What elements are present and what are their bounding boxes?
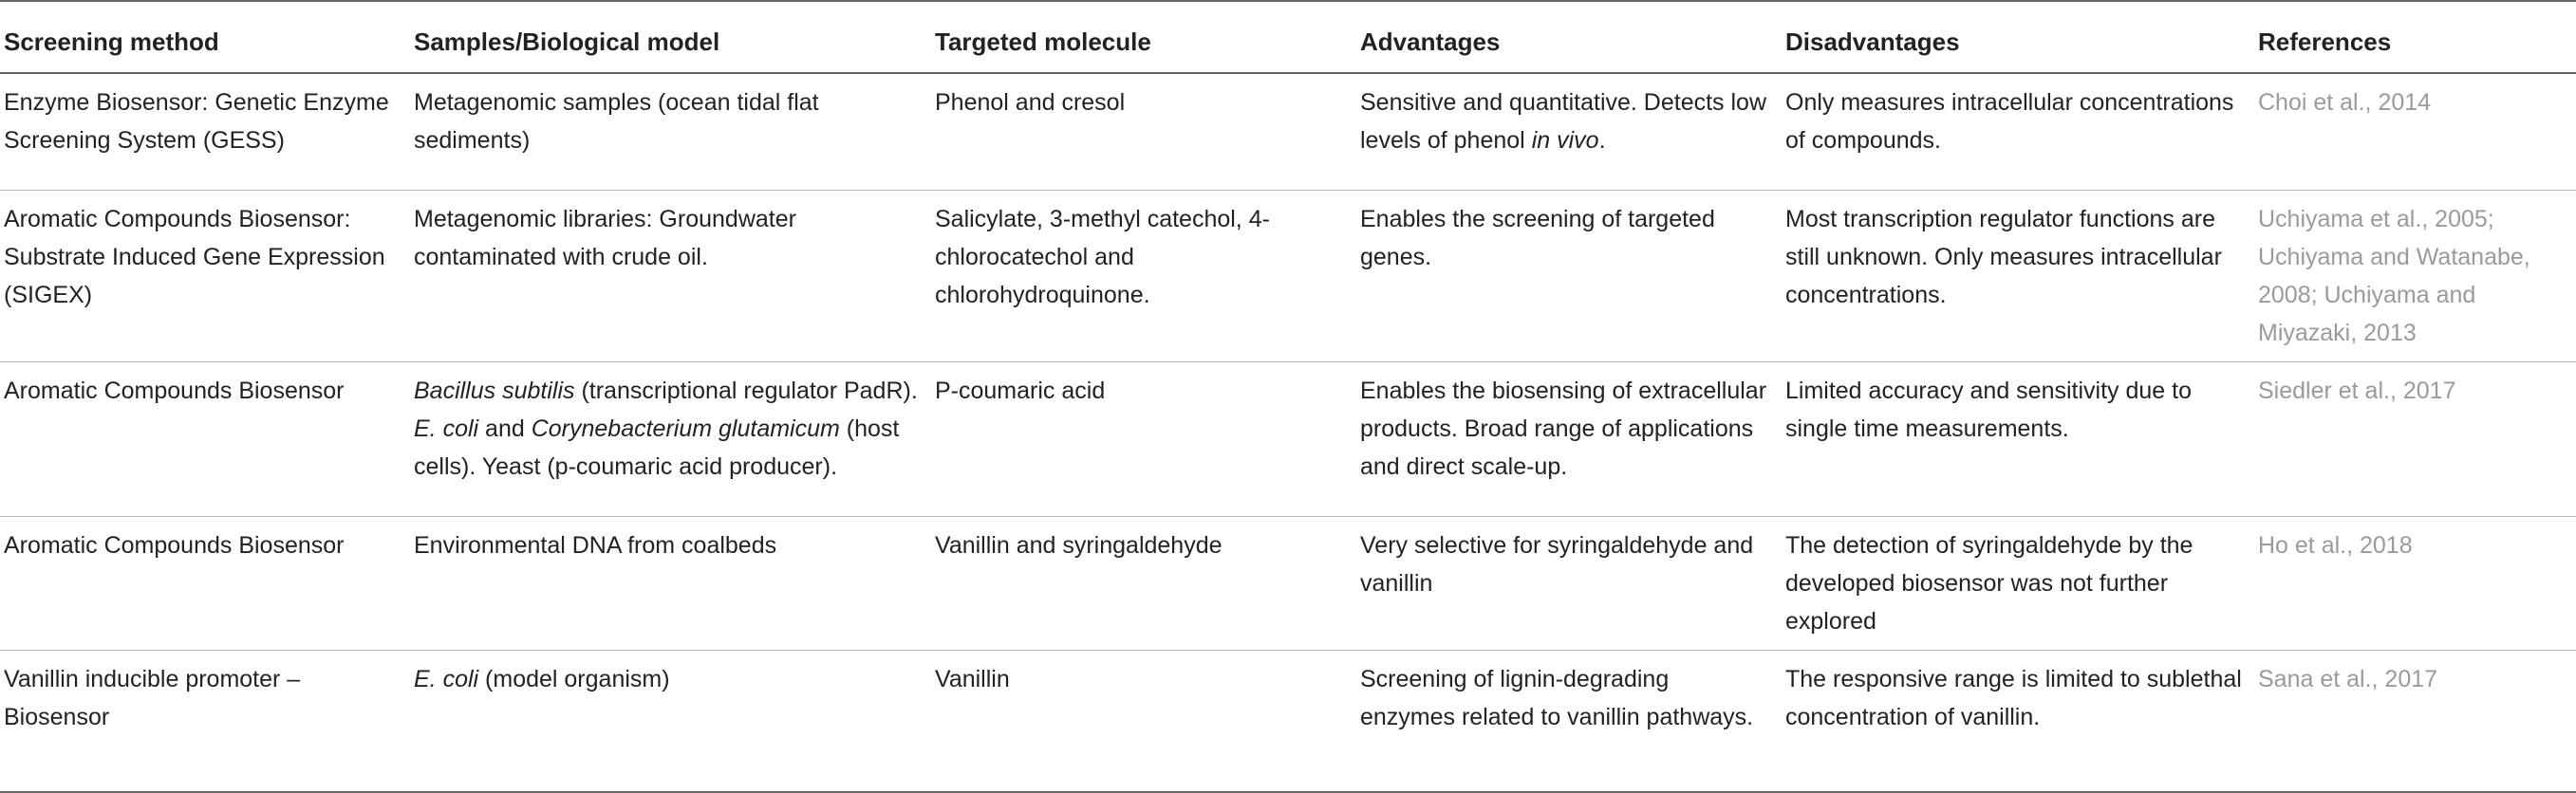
cell-disadvantages: The detection of syringaldehyde by the d…	[1778, 516, 2250, 651]
cell-molecule: Phenol and cresol	[927, 73, 1353, 191]
table-row: Aromatic Compounds Biosensor Environment…	[0, 516, 2576, 651]
cell-advantages-text: Very selective for syringaldehyde and va…	[1360, 532, 1754, 597]
cell-advantages-text: Screening of lignin-degrading enzymes re…	[1360, 666, 1754, 730]
cell-method: Enzyme Biosensor: Genetic Enzyme Screeni…	[0, 73, 406, 191]
cell-advantages-text: Enables the screening of targeted genes.	[1360, 206, 1715, 270]
cell-samples-text-2: and	[478, 415, 532, 442]
table-row: Aromatic Compounds Biosensor: Substrate …	[0, 190, 2576, 362]
cell-advantages-text: Sensitive and quantitative. Detects low …	[1360, 89, 1767, 154]
cell-molecule: Salicylate, 3-methyl catechol, 4-chloroc…	[927, 190, 1353, 362]
header-samples: Samples/Biological model	[406, 0, 927, 74]
header-targeted-molecule: Targeted molecule	[927, 0, 1353, 74]
header-advantages: Advantages	[1353, 0, 1778, 74]
header-screening-method: Screening method	[0, 0, 406, 74]
cell-samples: E. coli (model organism)	[406, 650, 927, 793]
cell-samples: Environmental DNA from coalbeds	[406, 516, 927, 651]
cell-molecule: P-coumaric acid	[927, 361, 1353, 517]
cell-references[interactable]: Siedler et al., 2017	[2250, 361, 2576, 517]
cell-samples: Bacillus subtilis (transcriptional regul…	[406, 361, 927, 517]
cell-samples: Metagenomic samples (ocean tidal flat se…	[406, 73, 927, 191]
cell-method: Aromatic Compounds Biosensor	[0, 516, 406, 651]
cell-advantages-after: .	[1598, 127, 1606, 154]
table-row: Enzyme Biosensor: Genetic Enzyme Screeni…	[0, 73, 2576, 191]
cell-advantages: Screening of lignin-degrading enzymes re…	[1353, 650, 1778, 793]
cell-samples-italic-1: Bacillus subtilis	[414, 378, 575, 404]
cell-disadvantages: Only measures intracellular concentratio…	[1778, 73, 2250, 191]
cell-disadvantages: Most transcription regulator functions a…	[1778, 190, 2250, 362]
cell-references[interactable]: Ho et al., 2018	[2250, 516, 2576, 651]
cell-advantages-text: Enables the biosensing of extracellular …	[1360, 378, 1767, 480]
cell-samples-text-1: (transcriptional regulator PadR).	[574, 378, 918, 404]
cell-samples-text: Environmental DNA from coalbeds	[414, 532, 777, 559]
cell-method: Aromatic Compounds Biosensor	[0, 361, 406, 517]
cell-advantages-italic: in vivo	[1531, 127, 1599, 154]
cell-samples-italic-2: E. coli	[414, 415, 479, 442]
cell-references[interactable]: Sana et al., 2017	[2250, 650, 2576, 793]
cell-advantages: Enables the screening of targeted genes.	[1353, 190, 1778, 362]
header-disadvantages: Disadvantages	[1778, 0, 2250, 74]
cell-method: Aromatic Compounds Biosensor: Substrate …	[0, 190, 406, 362]
cell-samples-text: Metagenomic libraries: Groundwater conta…	[414, 206, 796, 270]
cell-method: Vanillin inducible promoter – Biosensor	[0, 650, 406, 793]
cell-disadvantages: The responsive range is limited to suble…	[1778, 650, 2250, 793]
cell-references[interactable]: Choi et al., 2014	[2250, 73, 2576, 191]
table-row: Aromatic Compounds Biosensor Bacillus su…	[0, 361, 2576, 517]
cell-samples-italic-3: Corynebacterium glutamicum	[531, 415, 840, 442]
cell-samples-italic: E. coli	[414, 666, 479, 692]
cell-samples-text-3: (host cells). Yeast (p-coumaric acid pro…	[414, 415, 900, 480]
table-row: Vanillin inducible promoter – Biosensor …	[0, 650, 2576, 793]
cell-references[interactable]: Uchiyama et al., 2005; Uchiyama and Wata…	[2250, 190, 2576, 362]
cell-molecule: Vanillin	[927, 650, 1353, 793]
cell-samples: Metagenomic libraries: Groundwater conta…	[406, 190, 927, 362]
cell-advantages: Sensitive and quantitative. Detects low …	[1353, 73, 1778, 191]
cell-advantages: Enables the biosensing of extracellular …	[1353, 361, 1778, 517]
cell-disadvantages: Limited accuracy and sensitivity due to …	[1778, 361, 2250, 517]
cell-molecule: Vanillin and syringaldehyde	[927, 516, 1353, 651]
cell-advantages: Very selective for syringaldehyde and va…	[1353, 516, 1778, 651]
cell-samples-text: Metagenomic samples (ocean tidal flat se…	[414, 89, 819, 154]
header-row: Screening method Samples/Biological mode…	[0, 0, 2576, 74]
header-references: References	[2250, 0, 2576, 74]
cell-samples-text: (model organism)	[478, 666, 670, 692]
